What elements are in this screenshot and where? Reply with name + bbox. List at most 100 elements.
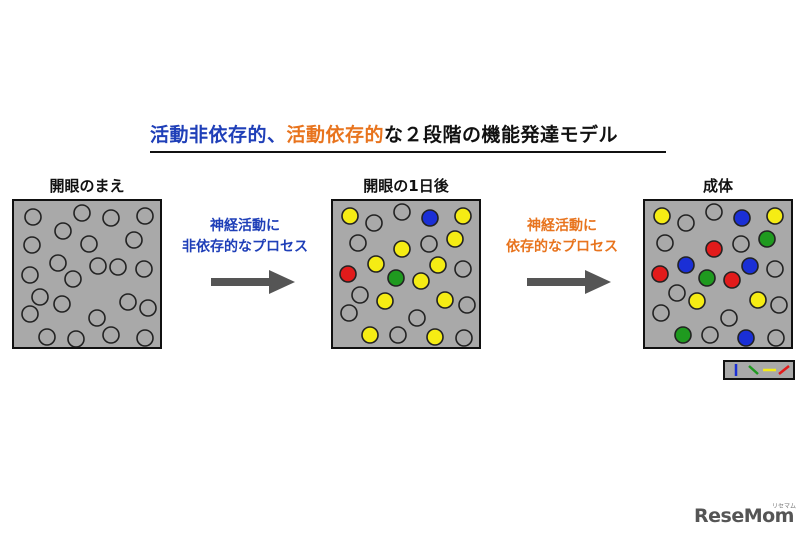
- neuron-circle-yellow: [766, 207, 784, 225]
- neuron-circle: [732, 235, 750, 253]
- neuron-circle: [109, 258, 127, 276]
- diagram-title: 活動非依存的、活動依存的な２段階の機能発達モデル: [150, 120, 670, 147]
- arrow-right-icon: [211, 270, 295, 294]
- orientation-legend-bars: [734, 364, 790, 376]
- title-activity-independent: 活動非依存的、: [150, 124, 287, 146]
- neuron-circle: [80, 235, 98, 253]
- neuron-circle: [53, 295, 71, 313]
- neuron-circle: [119, 293, 137, 311]
- neuron-circle-green: [698, 269, 716, 287]
- neuron-circle: [677, 214, 695, 232]
- neuron-circle-blue: [733, 209, 751, 227]
- neuron-field-2: [339, 203, 476, 347]
- neuron-circle-blue: [421, 209, 439, 227]
- neuron-circle-yellow: [429, 256, 447, 274]
- neuron-circle: [720, 309, 738, 327]
- neuron-circle: [125, 231, 143, 249]
- neuron-circle: [89, 257, 107, 275]
- process-label-activity-independent: 神経活動に 非依存的なプロセス: [170, 216, 320, 258]
- neuron-circle: [454, 260, 472, 278]
- diagonal-bar-red-icon: [778, 365, 790, 375]
- neuron-circle: [351, 286, 369, 304]
- neuron-circle: [136, 329, 154, 347]
- neuron-circle: [349, 234, 367, 252]
- neuron-circle: [652, 304, 670, 322]
- neuron-circle: [21, 305, 39, 323]
- neuron-circle: [54, 222, 72, 240]
- neuron-circle: [49, 254, 67, 272]
- neuron-circle-green: [387, 269, 405, 287]
- neuron-field-3: [651, 203, 788, 347]
- neuron-circle-yellow: [749, 291, 767, 309]
- neuron-circle-yellow: [367, 255, 385, 273]
- neuron-circle: [701, 326, 719, 344]
- neuron-circle: [668, 284, 686, 302]
- neuron-circle: [389, 326, 407, 344]
- neuron-circle: [770, 296, 788, 314]
- neuron-circle: [408, 309, 426, 327]
- neuron-circle: [73, 204, 91, 222]
- neuron-circle: [139, 299, 157, 317]
- process-label-line1: 神経活動に: [210, 218, 280, 234]
- neuron-circle: [656, 234, 674, 252]
- neuron-field-1: [21, 204, 157, 347]
- neuron-circle-blue: [737, 329, 755, 347]
- neuron-circle-yellow: [393, 240, 411, 258]
- title-activity-dependent: 活動依存的: [286, 124, 385, 146]
- neuron-circle-yellow: [361, 326, 379, 344]
- neuron-circle: [23, 236, 41, 254]
- neuron-circle-red: [651, 265, 669, 283]
- neuron-circle: [455, 329, 473, 347]
- neuron-circle-yellow: [376, 292, 394, 310]
- resemom-logo: ReseMom: [694, 505, 794, 527]
- neuron-circle: [67, 330, 85, 347]
- neuron-circle-red: [339, 265, 357, 283]
- stage-label-adult: 成体: [702, 177, 733, 195]
- neuron-circle: [458, 296, 476, 314]
- neuron-circle-red: [723, 271, 741, 289]
- neuron-circle-green: [758, 230, 776, 248]
- neuron-circle-yellow: [426, 328, 444, 346]
- stage-label-before-eye-opening: 開眼のまえ: [49, 177, 125, 195]
- neuron-circle: [365, 214, 383, 232]
- process-label-line2: 依存的なプロセス: [506, 239, 618, 255]
- neuron-circle-yellow: [653, 207, 671, 225]
- neuron-circle: [136, 207, 154, 225]
- title-rest: な２段階の機能発達モデル: [384, 124, 619, 146]
- neuron-circle-yellow: [436, 291, 454, 309]
- neuron-circle: [102, 326, 120, 344]
- neuron-circle-yellow: [454, 207, 472, 225]
- neuron-circle: [767, 329, 785, 347]
- process-label-line1: 神経活動に: [527, 218, 597, 234]
- neuron-circle-yellow: [341, 207, 359, 225]
- neuron-circle-yellow: [688, 292, 706, 310]
- neuron-circle: [135, 260, 153, 278]
- stage-label-one-day-after: 開眼の1日後: [363, 177, 449, 195]
- neuron-circle-red: [705, 240, 723, 258]
- orientation-legend: [723, 360, 795, 380]
- neuron-circle: [64, 270, 82, 288]
- box-before-eye-opening: [12, 199, 162, 349]
- logo-subtext: リセマム: [772, 503, 797, 510]
- neuron-circle-yellow: [446, 230, 464, 248]
- process-label-activity-dependent: 神経活動に 依存的なプロセス: [487, 216, 637, 258]
- neuron-circle: [102, 209, 120, 227]
- neuron-circle: [88, 309, 106, 327]
- neuron-circle: [420, 235, 438, 253]
- neuron-circle: [766, 260, 784, 278]
- process-label-line2: 非依存的なプロセス: [182, 239, 308, 255]
- neuron-circle: [24, 208, 42, 226]
- neuron-circle: [31, 288, 49, 306]
- neuron-circle-blue: [741, 257, 759, 275]
- box-adult: [643, 199, 793, 349]
- box-one-day-after: [331, 199, 481, 349]
- neuron-circle: [393, 203, 411, 221]
- neuron-circle: [38, 328, 56, 346]
- neuron-circle: [21, 266, 39, 284]
- diagonal-bar-green-icon: [748, 365, 759, 375]
- neuron-circle-yellow: [412, 272, 430, 290]
- neuron-circle-green: [674, 326, 692, 344]
- title-underline: [150, 151, 666, 153]
- neuron-circle: [340, 304, 358, 322]
- neuron-circle-blue: [677, 256, 695, 274]
